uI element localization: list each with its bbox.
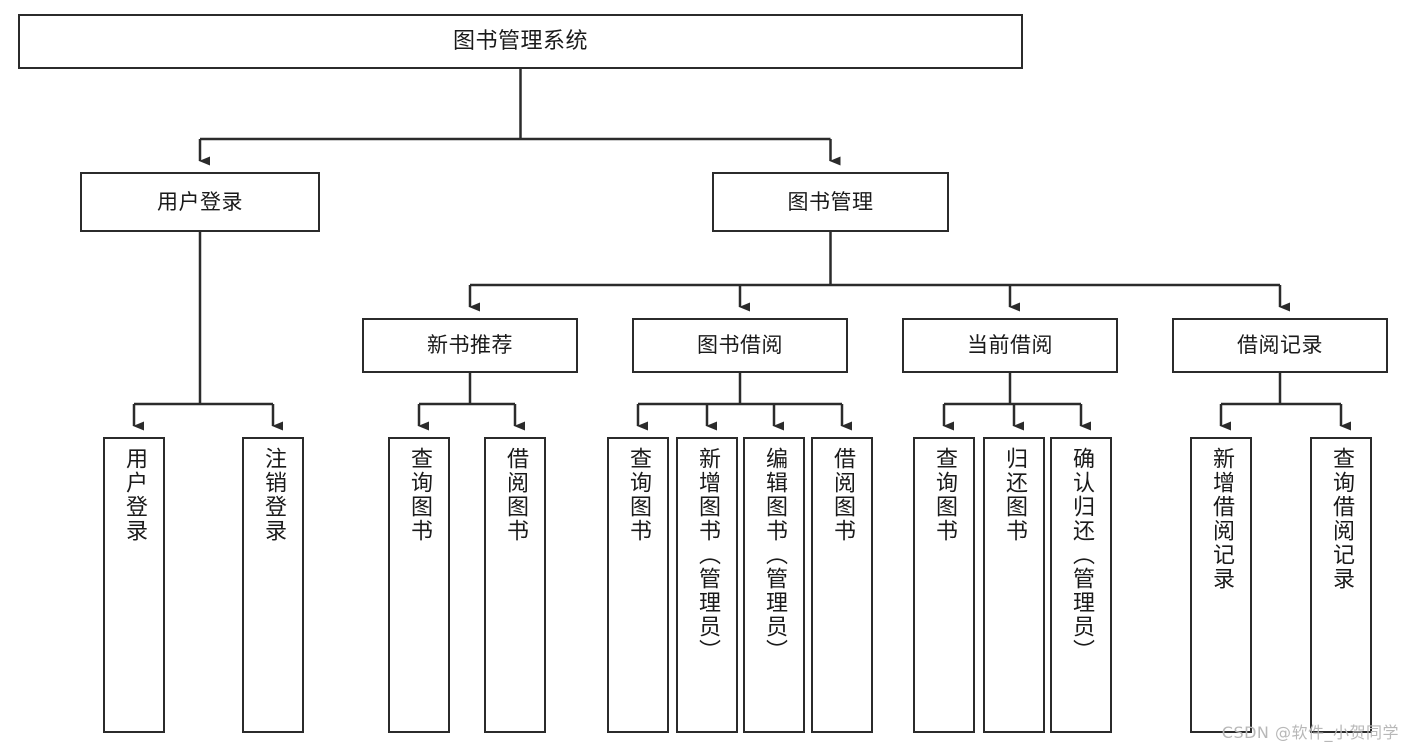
node-user-login[interactable]: 用户登录 bbox=[80, 172, 320, 232]
node-label: 注销登录 bbox=[261, 447, 286, 543]
node-leaf-query-book-b[interactable]: 查询图书 bbox=[607, 437, 669, 733]
node-leaf-borrow-book-a[interactable]: 借阅图书 bbox=[484, 437, 546, 733]
node-leaf-add-book[interactable]: 新增图书（管理员） bbox=[676, 437, 738, 733]
watermark-text: CSDN @软件_小贺同学 bbox=[1221, 723, 1399, 742]
node-leaf-add-record[interactable]: 新增借阅记录 bbox=[1190, 437, 1252, 733]
node-current-borrow[interactable]: 当前借阅 bbox=[902, 318, 1118, 373]
node-label: 图书管理 bbox=[787, 189, 874, 214]
node-label: 用户登录 bbox=[122, 447, 147, 543]
node-label: 图书借阅 bbox=[697, 333, 783, 358]
node-label: 查询图书 bbox=[626, 447, 651, 543]
node-new-book-recommend[interactable]: 新书推荐 bbox=[362, 318, 578, 373]
node-label: 编辑图书（管理员） bbox=[762, 447, 787, 663]
node-label: 图书管理系统 bbox=[452, 28, 588, 54]
node-borrow-record[interactable]: 借阅记录 bbox=[1172, 318, 1388, 373]
node-leaf-query-record[interactable]: 查询借阅记录 bbox=[1310, 437, 1372, 733]
node-label: 当前借阅 bbox=[967, 333, 1053, 358]
node-label: 用户登录 bbox=[157, 189, 243, 214]
node-label: 确认归还（管理员） bbox=[1069, 447, 1094, 663]
node-label: 借阅图书 bbox=[503, 447, 528, 543]
node-label: 查询借阅记录 bbox=[1329, 447, 1354, 591]
node-leaf-borrow-book-b[interactable]: 借阅图书 bbox=[811, 437, 873, 733]
node-leaf-user-logout[interactable]: 注销登录 bbox=[242, 437, 304, 733]
node-leaf-query-book-c[interactable]: 查询图书 bbox=[913, 437, 975, 733]
node-label: 查询图书 bbox=[407, 447, 432, 543]
node-label: 新增图书（管理员） bbox=[695, 447, 720, 663]
node-leaf-query-book-a[interactable]: 查询图书 bbox=[388, 437, 450, 733]
node-label: 归还图书 bbox=[1002, 447, 1027, 543]
node-book-manage[interactable]: 图书管理 bbox=[712, 172, 949, 232]
node-leaf-confirm-return[interactable]: 确认归还（管理员） bbox=[1050, 437, 1112, 733]
node-leaf-return-book[interactable]: 归还图书 bbox=[983, 437, 1045, 733]
node-book-borrow[interactable]: 图书借阅 bbox=[632, 318, 848, 373]
node-label: 新增借阅记录 bbox=[1209, 447, 1234, 591]
node-label: 借阅图书 bbox=[830, 447, 855, 543]
node-leaf-edit-book[interactable]: 编辑图书（管理员） bbox=[743, 437, 805, 733]
node-root-system[interactable]: 图书管理系统 bbox=[18, 14, 1023, 69]
node-label: 新书推荐 bbox=[427, 333, 513, 358]
node-label: 查询图书 bbox=[932, 447, 957, 543]
node-label: 借阅记录 bbox=[1237, 333, 1323, 358]
node-leaf-user-login[interactable]: 用户登录 bbox=[103, 437, 165, 733]
